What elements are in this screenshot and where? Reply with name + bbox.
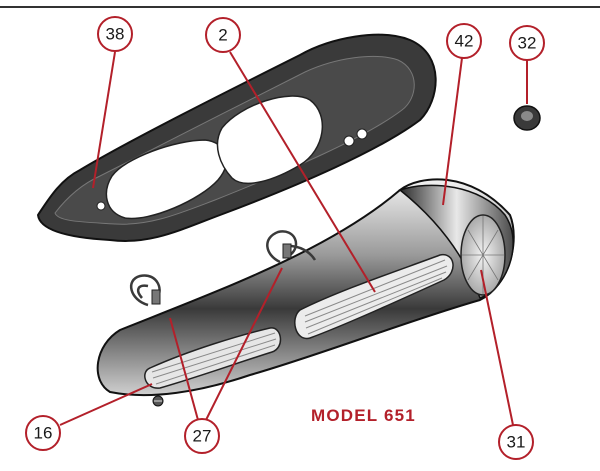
leader-line-38: [92, 51, 116, 189]
callout-42: 42: [446, 23, 482, 59]
grommet-part: [513, 105, 541, 131]
leader-line-27a: [169, 317, 199, 421]
leader-line-2: [229, 51, 376, 293]
callout-38: 38: [97, 16, 133, 52]
leader-lines: [59, 51, 528, 426]
callout-27: 27: [184, 418, 220, 454]
callout-27-label: 27: [193, 427, 212, 446]
callout-2: 2: [205, 17, 241, 53]
callout-31: 31: [498, 424, 534, 460]
leader-line-31: [480, 269, 514, 426]
model-title: MODEL 651: [311, 406, 416, 425]
lens-left-section: [144, 327, 282, 389]
callout-38-label: 38: [106, 25, 125, 44]
side-reflector-part: [460, 214, 506, 296]
bulb-sockets-part: [129, 230, 317, 307]
lens-part: [144, 254, 454, 389]
gasket-hole: [96, 201, 106, 211]
leader-line-42: [442, 57, 463, 206]
gasket-hole: [343, 135, 355, 147]
gasket-part: [36, 33, 437, 242]
leader-line-27b: [205, 267, 283, 421]
callout-16: 16: [25, 415, 61, 451]
gasket-window-left: [105, 139, 228, 220]
gasket-hole: [356, 128, 368, 140]
callout-2-label: 2: [218, 26, 227, 45]
callout-31-label: 31: [507, 433, 526, 452]
callout-32: 32: [509, 25, 545, 61]
callout-32-label: 32: [518, 34, 537, 53]
screw-part: [152, 395, 164, 407]
top-border-line: [0, 6, 600, 8]
leader-line-16: [59, 383, 153, 426]
callout-42-label: 42: [455, 32, 474, 51]
callout-16-label: 16: [34, 424, 53, 443]
